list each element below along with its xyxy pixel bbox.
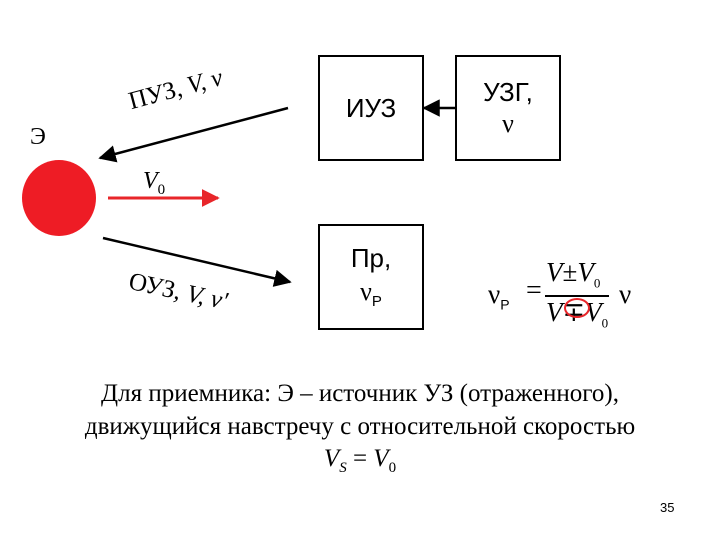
caption-line-2: движущийся навстречу с относительной ско… bbox=[84, 412, 636, 440]
formula-rhs: ν bbox=[619, 279, 632, 309]
emitter-circle bbox=[22, 160, 96, 236]
doppler-formula: νP = V±V0 V∓V0 ν bbox=[488, 255, 648, 335]
page-number: 35 bbox=[660, 500, 675, 515]
box-receiver: Пр, νР bbox=[318, 224, 424, 330]
formula-equals: = bbox=[526, 275, 542, 306]
v0-label: V0 bbox=[143, 168, 166, 198]
box-uzg: УЗГ, ν bbox=[455, 55, 561, 161]
puz-arrow bbox=[98, 106, 289, 163]
caption-line-1: Для приемника: Э – источник УЗ (отраженн… bbox=[101, 380, 619, 407]
emitter-label: Э bbox=[30, 124, 46, 150]
fraction-bar bbox=[545, 295, 609, 297]
formula-numerator: V±V0 bbox=[546, 257, 601, 291]
sign-highlight-circle bbox=[564, 298, 590, 318]
ouz-arrow bbox=[102, 236, 292, 287]
caption: Для приемника: Э – источник УЗ (отраженн… bbox=[10, 378, 710, 479]
caption-line-3: VS = V0 bbox=[323, 445, 397, 476]
formula-lhs: νP bbox=[488, 279, 510, 313]
box-iuz: ИУЗ bbox=[318, 55, 424, 161]
